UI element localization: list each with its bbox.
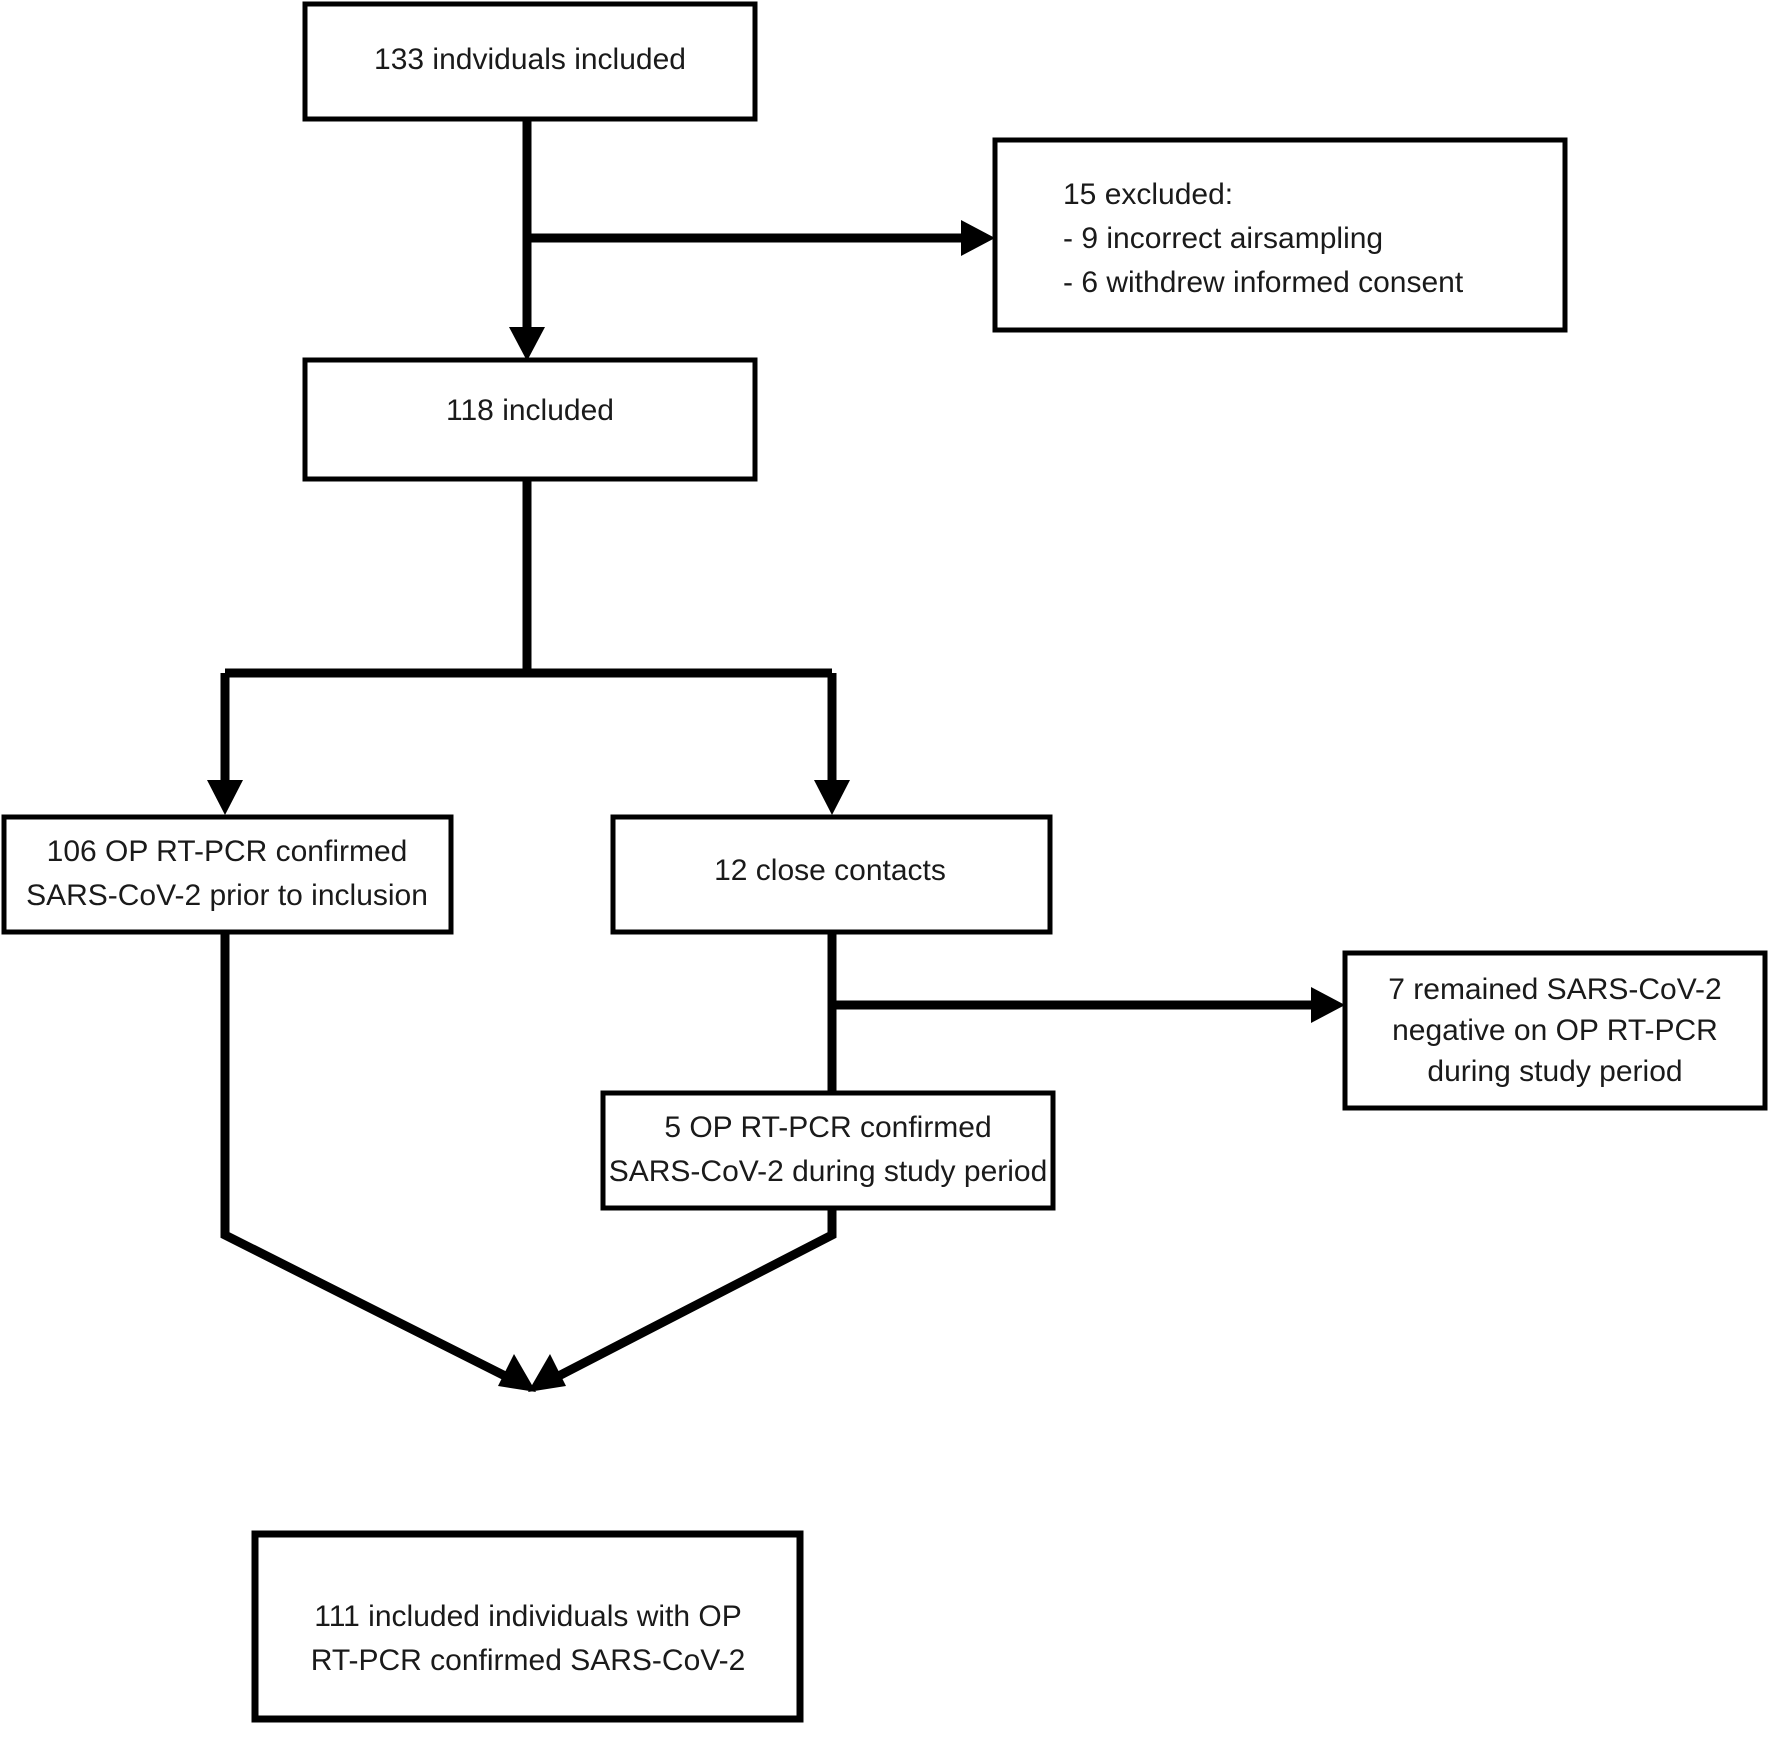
- arrow-head-to-included-118: [509, 327, 545, 361]
- node-close-contacts-box: [610, 814, 1053, 935]
- node-confirmed-during-line-2: SARS-CoV-2 during study period: [609, 1155, 1048, 1188]
- node-excluded-line-3: - 6 withdrew informed consent: [1063, 266, 1464, 299]
- node-close-contacts-line-1: 12 close contacts: [714, 854, 946, 887]
- arrow-head-prior-to-final: [498, 1354, 536, 1392]
- node-remained-negative-line-3: during study period: [1427, 1055, 1682, 1088]
- node-confirmed-during-line-1: 5 OP RT-PCR confirmed: [664, 1111, 991, 1144]
- node-included-118[interactable]: 118 included: [302, 357, 758, 482]
- node-included-total-box: [302, 1, 758, 122]
- connectors: [207, 119, 1345, 1392]
- node-final-included[interactable]: 111 included individuals with OP RT-PCR …: [251, 1530, 804, 1723]
- node-excluded-line-1: 15 excluded:: [1063, 178, 1233, 211]
- node-remained-negative[interactable]: 7 remained SARS-CoV-2 negative on OP RT-…: [1342, 950, 1768, 1111]
- node-remained-negative-line-2: negative on OP RT-PCR: [1392, 1014, 1718, 1047]
- node-included-total[interactable]: 133 indviduals included: [302, 1, 758, 122]
- node-prior-confirmed-line-2: SARS-CoV-2 prior to inclusion: [26, 879, 428, 912]
- node-excluded[interactable]: 15 excluded: - 9 incorrect airsampling -…: [992, 137, 1568, 333]
- arrow-head-to-prior-confirmed: [207, 780, 243, 815]
- node-remained-negative-box: [1342, 950, 1768, 1111]
- connector-prior-to-final: [220, 932, 520, 1387]
- node-confirmed-during[interactable]: 5 OP RT-PCR confirmed SARS-CoV-2 during …: [600, 1090, 1056, 1211]
- arrow-head-to-excluded: [961, 220, 995, 256]
- node-prior-confirmed-line-1: 106 OP RT-PCR confirmed: [47, 835, 408, 868]
- node-confirmed-during-box: [600, 1090, 1056, 1211]
- node-final-included-box: [251, 1530, 804, 1723]
- arrow-head-to-remained-negative: [1311, 987, 1345, 1023]
- node-close-contacts[interactable]: 12 close contacts: [610, 814, 1053, 935]
- node-excluded-box: [992, 137, 1568, 333]
- node-final-included-line-1: 111 included individuals with OP: [314, 1600, 741, 1633]
- node-included-118-line-1: 118 included: [446, 394, 614, 427]
- node-included-total-line-1: 133 indviduals included: [374, 43, 686, 76]
- arrow-head-to-close-contacts: [814, 780, 850, 815]
- node-included-118-box: [302, 357, 758, 482]
- node-final-included-line-2: RT-PCR confirmed SARS-CoV-2: [311, 1644, 746, 1677]
- node-prior-confirmed[interactable]: 106 OP RT-PCR confirmed SARS-CoV-2 prior…: [1, 814, 454, 935]
- arrow-head-confirmed-to-final: [528, 1354, 566, 1392]
- node-prior-confirmed-box: [1, 814, 454, 935]
- node-excluded-line-2: - 9 incorrect airsampling: [1063, 222, 1383, 255]
- node-remained-negative-line-1: 7 remained SARS-CoV-2: [1388, 973, 1722, 1006]
